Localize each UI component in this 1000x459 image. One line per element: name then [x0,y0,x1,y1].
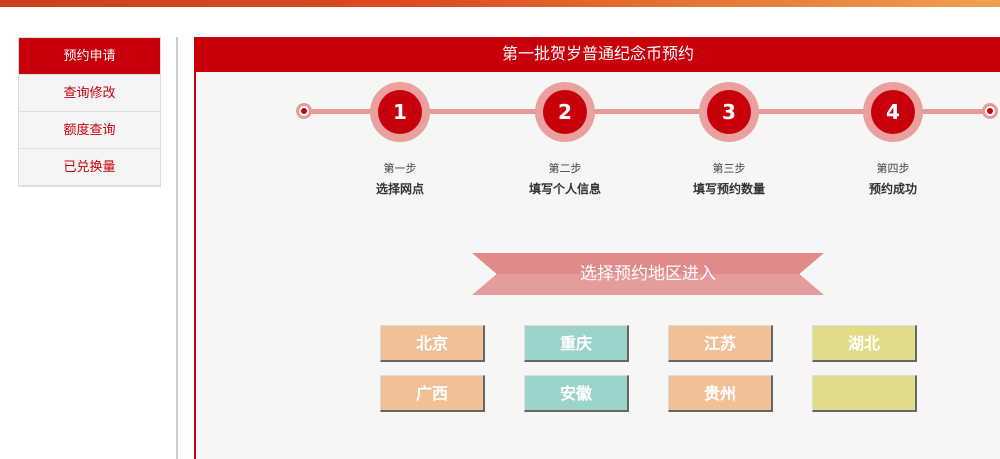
region-button-jiangsu[interactable]: 江苏 [668,325,773,362]
step-number: 3 [707,90,751,134]
track-end-dot-icon [982,103,998,119]
step-label: 第二步 [548,162,582,175]
top-banner [0,0,1000,7]
region-prompt-ribbon: 选择预约地区进入 [472,253,824,295]
region-button-guangxi[interactable]: 广西 [380,375,485,412]
sidebar-item-exchanged[interactable]: 已兑换量 [19,149,160,186]
step-3: 3 第三步 填写预约数量 [649,82,809,197]
step-title: 填写预约数量 [692,182,765,196]
step-1: 1 第一步 选择网点 [320,82,480,197]
step-number: 2 [543,90,587,134]
track-start-dot-icon [296,103,312,119]
region-button-beijing[interactable]: 北京 [380,325,485,362]
sidebar-menu: 预约申请 查询修改 额度查询 已兑换量 [18,37,161,187]
page-title: 第一批贺岁普通纪念币预约 [196,37,1000,72]
step-label: 第四步 [876,162,910,175]
divider [176,37,178,459]
sidebar-item-quota-query[interactable]: 额度查询 [19,112,160,149]
step-title: 选择网点 [375,182,424,196]
step-number: 1 [378,90,422,134]
sidebar-item-reservation[interactable]: 预约申请 [19,38,160,75]
sidebar-item-query-modify[interactable]: 查询修改 [19,75,160,112]
step-2: 2 第二步 填写个人信息 [485,82,645,197]
step-label: 第三步 [712,162,746,175]
main-panel: 第一批贺岁普通纪念币预约 1 第一步 选择网点 2 第二步 填写个人信息 3 第… [194,37,1000,459]
region-button-chongqing[interactable]: 重庆 [524,325,629,362]
progress-track [304,109,994,114]
region-button-hubei[interactable]: 湖北 [812,325,917,362]
step-title: 填写个人信息 [528,182,601,196]
step-4: 4 第四步 预约成功 [813,82,973,197]
step-title: 预约成功 [868,182,917,196]
region-button-anhui[interactable]: 安徽 [524,375,629,412]
step-number: 4 [871,90,915,134]
step-label: 第一步 [383,162,417,175]
region-button-8[interactable] [812,375,917,412]
region-button-guizhou[interactable]: 贵州 [668,375,773,412]
